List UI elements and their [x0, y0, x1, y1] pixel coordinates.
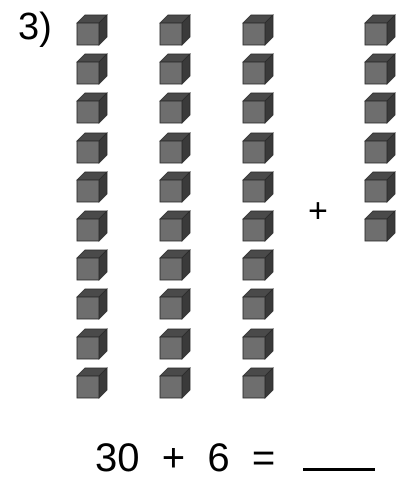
answer-blank[interactable]: [303, 438, 375, 471]
unit-cube: [76, 249, 108, 281]
unit-cube: [242, 249, 274, 281]
equation: 30 + 6 =: [95, 438, 375, 478]
unit-cube: [242, 367, 274, 399]
unit-cube: [159, 367, 191, 399]
unit-cube: [76, 14, 108, 46]
unit-cube: [364, 132, 396, 164]
unit-cube: [76, 367, 108, 399]
equals-sign: =: [252, 436, 275, 480]
unit-cube: [159, 328, 191, 360]
unit-cube: [159, 132, 191, 164]
unit-cube: [76, 328, 108, 360]
operator-plus: +: [162, 436, 185, 480]
unit-cube: [242, 171, 274, 203]
unit-cube: [242, 53, 274, 85]
unit-cube: [76, 171, 108, 203]
unit-cube: [364, 14, 396, 46]
unit-cube: [242, 132, 274, 164]
unit-cube: [159, 171, 191, 203]
unit-cube: [364, 210, 396, 242]
unit-cube: [159, 53, 191, 85]
unit-cube: [364, 53, 396, 85]
problem-number: 3): [18, 8, 52, 46]
unit-cube: [76, 288, 108, 320]
unit-cube: [364, 171, 396, 203]
addend-a: 30: [95, 436, 140, 480]
unit-cube: [242, 210, 274, 242]
unit-cube: [76, 132, 108, 164]
unit-cube: [76, 210, 108, 242]
unit-cube: [242, 92, 274, 124]
unit-cube: [159, 14, 191, 46]
unit-cube: [242, 328, 274, 360]
unit-cube: [242, 14, 274, 46]
unit-cube: [364, 92, 396, 124]
unit-cube: [76, 92, 108, 124]
plus-sign: +: [308, 194, 328, 228]
unit-cube: [159, 249, 191, 281]
unit-cube: [242, 288, 274, 320]
unit-cube: [159, 288, 191, 320]
unit-cube: [76, 53, 108, 85]
unit-cube: [159, 210, 191, 242]
addend-b: 6: [207, 436, 229, 480]
unit-cube: [159, 92, 191, 124]
